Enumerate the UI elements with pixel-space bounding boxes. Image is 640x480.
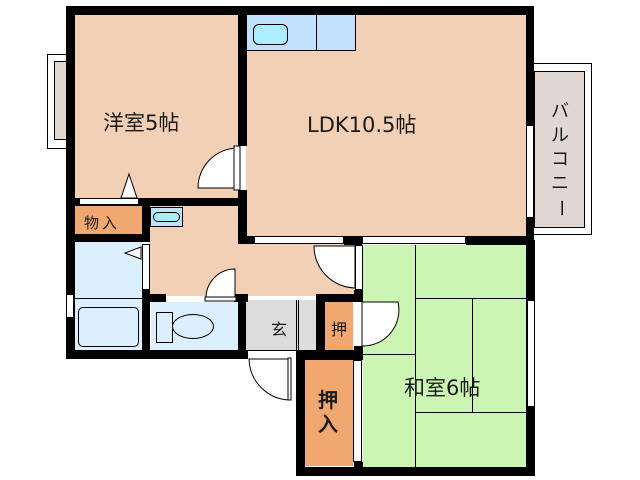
wall <box>296 350 361 360</box>
toilet-tank <box>156 312 173 343</box>
wall <box>238 6 247 146</box>
balcony-label: バ ル コ ニ ー <box>549 100 571 220</box>
window-ldk-right <box>526 125 534 218</box>
tatami-line <box>415 245 416 467</box>
balcony-char: コ <box>551 149 569 170</box>
wall <box>354 462 363 476</box>
wall <box>344 236 362 245</box>
entrance <box>246 300 316 350</box>
japanese-room-label: 和室6帖 <box>404 376 481 400</box>
door-swing-japanese[interactable] <box>361 301 400 347</box>
sliding-door-closet[interactable] <box>353 360 362 462</box>
balcony <box>534 71 585 228</box>
japanese-room <box>363 245 527 467</box>
entrance-label: 玄 <box>271 320 288 339</box>
door-western-storage[interactable] <box>79 198 139 205</box>
balcony-char: バ <box>551 101 569 122</box>
wall <box>238 294 246 356</box>
balcony-char: ル <box>551 125 569 146</box>
wall <box>466 236 534 245</box>
large-closet-label-2: 入 <box>318 412 338 436</box>
wall <box>66 234 150 242</box>
western-room-label: 洋室5帖 <box>103 111 180 135</box>
tatami-line <box>415 298 527 299</box>
window-japanese-right <box>527 300 535 407</box>
wall <box>238 190 247 242</box>
window-triangle-icon <box>120 172 138 199</box>
entrance-step-line <box>296 300 299 350</box>
storage-label: 物入 <box>84 214 121 232</box>
wall <box>354 346 363 360</box>
kitchen-counter-divider <box>316 14 317 51</box>
wall <box>142 290 150 356</box>
door-swing-entrance[interactable] <box>248 357 292 402</box>
sliding-door-ldk-japanese[interactable] <box>362 236 466 244</box>
wall <box>316 294 362 302</box>
washbasin-bowl <box>153 212 180 222</box>
bathtub <box>78 307 139 347</box>
wall <box>142 294 166 302</box>
wall <box>142 198 150 242</box>
tatami-line <box>363 354 415 355</box>
kitchen-sink <box>253 24 288 45</box>
small-closet <box>324 302 353 350</box>
toilet-bowl <box>172 314 214 339</box>
sliding-door-washroom[interactable] <box>142 244 150 290</box>
ldk-room <box>246 14 526 238</box>
balcony-char: ニ <box>551 173 569 194</box>
wall <box>238 236 254 244</box>
wall <box>66 198 246 206</box>
wall <box>66 350 248 359</box>
tatami-line <box>472 298 473 412</box>
entrance-door-frame <box>248 350 296 358</box>
wall <box>354 290 363 302</box>
tatami-line <box>415 412 527 413</box>
door-swing-western[interactable] <box>196 145 241 192</box>
wall <box>296 467 535 476</box>
washroom-triangle-icon <box>123 246 142 260</box>
sliding-door-ldk-hall[interactable] <box>254 236 344 244</box>
wall <box>66 6 534 15</box>
small-closet-label: 押 <box>331 320 348 339</box>
balcony-char: ー <box>550 199 571 217</box>
wall <box>316 294 325 356</box>
ldk-label: LDK10.5帖 <box>307 113 417 137</box>
window-left <box>66 294 74 318</box>
large-closet <box>305 360 353 466</box>
large-closet-label-1: 押 <box>318 388 338 412</box>
door-swing-toilet[interactable] <box>204 268 237 302</box>
storage-closet <box>74 206 142 235</box>
door-swing-hall[interactable] <box>313 245 357 290</box>
wall <box>66 6 75 358</box>
wall <box>296 352 305 476</box>
